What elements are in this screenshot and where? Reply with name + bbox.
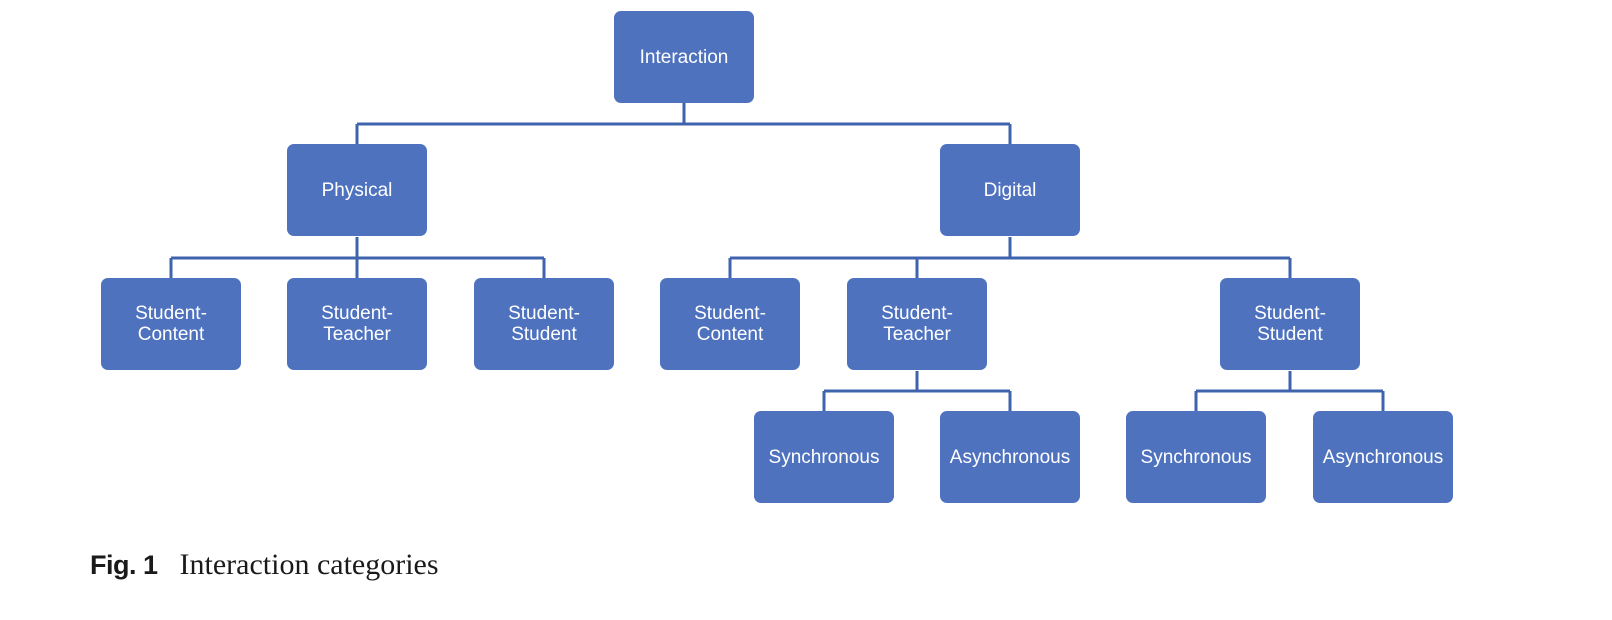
- node-digital-student-teacher-asynchronous: Asynchronous: [940, 411, 1080, 503]
- node-label-line2: Student: [511, 324, 577, 345]
- node-label-line2: Teacher: [883, 324, 951, 345]
- node-label-line2: Student: [1257, 324, 1323, 345]
- node-label-line1: Student-: [881, 303, 953, 324]
- node-digital: Digital: [940, 144, 1080, 236]
- node-label-line2: Content: [137, 324, 205, 345]
- figure-title: Interaction categories: [179, 548, 439, 581]
- node-label-line1: Student-: [508, 303, 580, 324]
- node-label: Physical: [321, 179, 393, 201]
- node-physical: Physical: [287, 144, 427, 236]
- connector-digital-student-student: [1194, 371, 1385, 411]
- node-label-line1: Student-: [321, 303, 393, 324]
- node-digital-student-student-synchronous: Synchronous: [1126, 411, 1266, 503]
- node-physical-student-teacher: Student- Teacher: [287, 278, 427, 370]
- node-label-line1: Student-: [694, 303, 766, 324]
- node-digital-student-student-asynchronous: Asynchronous: [1313, 411, 1453, 503]
- node-digital-student-content: Student- Content: [660, 278, 800, 370]
- node-physical-student-student: Student- Student: [474, 278, 614, 370]
- connector-lines: [169, 103, 1385, 411]
- node-digital-student-student: Student- Student: [1220, 278, 1360, 370]
- connector-physical: [169, 237, 546, 278]
- node-label: Synchronous: [1140, 446, 1252, 468]
- node-digital-student-teacher: Student- Teacher: [847, 278, 987, 370]
- node-label: Asynchronous: [1322, 446, 1444, 468]
- connector-digital-student-teacher: [822, 371, 1012, 411]
- node-label-line2: Teacher: [323, 324, 391, 345]
- figure-number: Fig. 1: [90, 550, 158, 580]
- connector-root: [355, 103, 1012, 144]
- node-label: Synchronous: [768, 446, 880, 468]
- node-label: Digital: [983, 179, 1037, 201]
- node-label: Asynchronous: [949, 446, 1071, 468]
- node-digital-student-teacher-synchronous: Synchronous: [754, 411, 894, 503]
- figure-caption: Fig. 1 Interaction categories: [90, 548, 439, 588]
- node-interaction: Interaction: [614, 11, 754, 103]
- node-label: Interaction: [639, 46, 729, 68]
- hierarchy-diagram: Interaction Physical Digital Student- Co…: [101, 11, 1453, 503]
- node-label-line1: Student-: [135, 303, 207, 324]
- node-label-line1: Student-: [1254, 303, 1326, 324]
- node-physical-student-content: Student- Content: [101, 278, 241, 370]
- node-label-line2: Content: [696, 324, 764, 345]
- connector-digital: [728, 237, 1292, 278]
